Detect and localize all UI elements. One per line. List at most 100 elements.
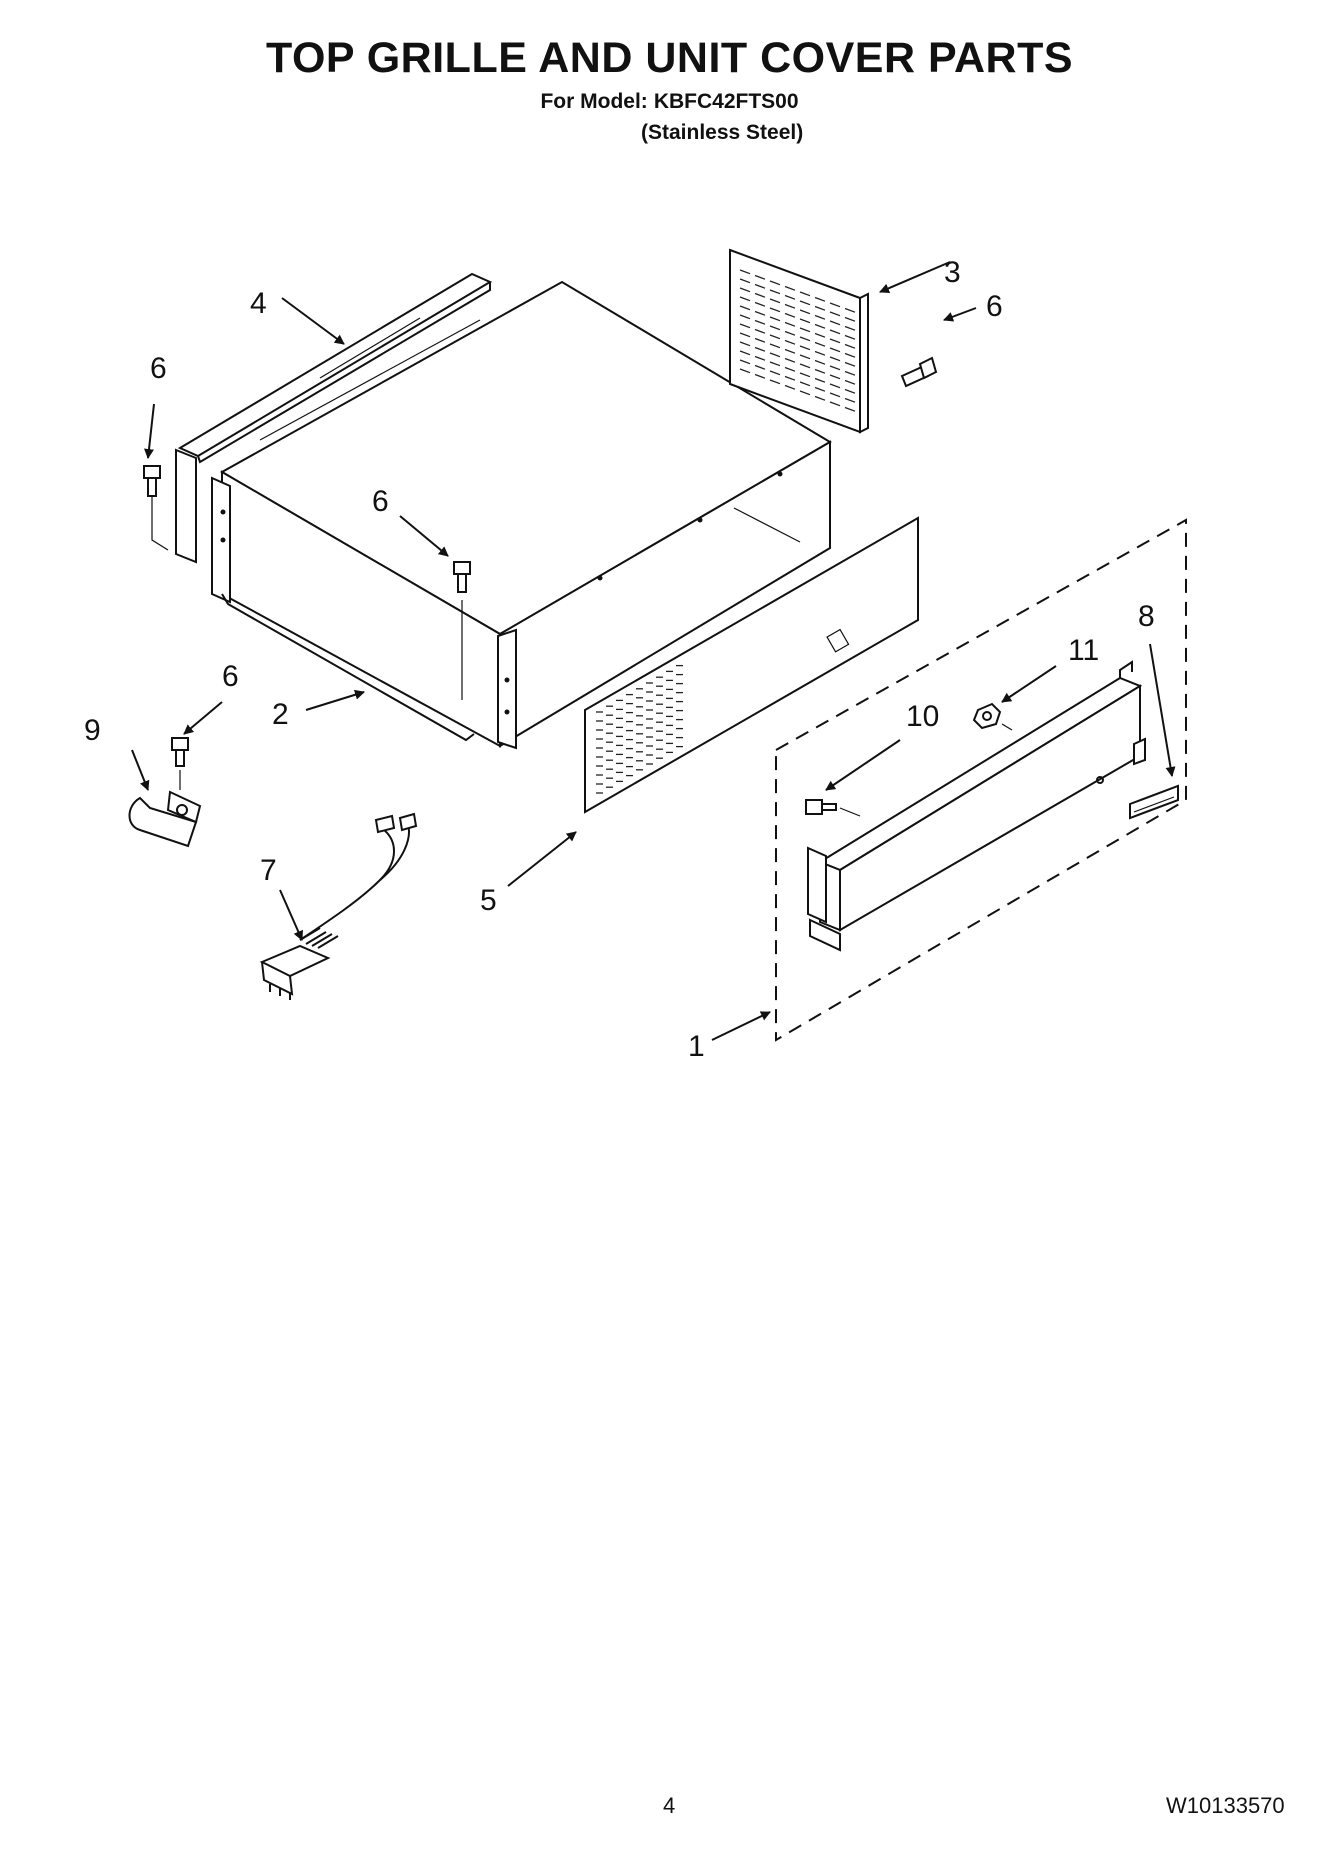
- grille-slot: [739, 350, 751, 356]
- grille-slot: [784, 384, 796, 390]
- grille-slot: [844, 361, 856, 367]
- grille-slot: [814, 323, 826, 329]
- grille-slot: [799, 390, 811, 396]
- grille-slot: [784, 330, 796, 336]
- grille-slot: [769, 307, 781, 313]
- callout-3: 3: [944, 256, 961, 289]
- part-9-clip: [128, 790, 202, 848]
- callout-6-left: 6: [150, 352, 167, 385]
- grille-slot: [814, 305, 826, 311]
- grille-slot: [784, 312, 796, 318]
- model-line: For Model:KBFC42FTS00: [0, 90, 1339, 114]
- grille-slot: [844, 343, 856, 349]
- grille-slot: [844, 388, 856, 394]
- grille-slot: [754, 319, 766, 325]
- grille-slot: [799, 345, 811, 351]
- screw-6-top-right: [900, 356, 938, 388]
- part-4-rear-strip: [175, 272, 493, 564]
- grille-slot: [799, 363, 811, 369]
- grille-slot: [814, 341, 826, 347]
- grille-slot: [739, 323, 751, 329]
- callout-11: 11: [1068, 634, 1100, 667]
- grille-slot: [844, 352, 856, 358]
- grille-slot: [739, 278, 751, 284]
- grille-slot: [754, 364, 766, 370]
- grille-slot: [784, 321, 796, 327]
- grille-slot: [844, 316, 856, 322]
- callout-2: 2: [272, 698, 289, 731]
- grille-slot: [829, 302, 841, 308]
- grille-slot: [784, 366, 796, 372]
- grille-slot: [754, 337, 766, 343]
- grille-slot: [769, 298, 781, 304]
- grille-slot: [844, 325, 856, 331]
- part-10-screw: [805, 799, 861, 817]
- grille-slot: [739, 332, 751, 338]
- grille-slot: [754, 274, 766, 280]
- grille-slot: [829, 365, 841, 371]
- grille-slot: [799, 336, 811, 342]
- callout-5: 5: [480, 884, 497, 917]
- part-7-wire-harness: [259, 812, 418, 1000]
- grille-slot: [829, 338, 841, 344]
- part-1-assembly-outline: [775, 518, 1187, 1042]
- callout-4: 4: [250, 287, 267, 320]
- grille-slot: [784, 294, 796, 300]
- grille-slot: [814, 368, 826, 374]
- grille-slot: [814, 377, 826, 383]
- grille-slot: [739, 341, 751, 347]
- grille-slot: [784, 375, 796, 381]
- grille-slot: [754, 292, 766, 298]
- grille-slot: [829, 329, 841, 335]
- grille-slot: [844, 397, 856, 403]
- grille-slot: [829, 374, 841, 380]
- grille-slot: [814, 395, 826, 401]
- grille-slot: [754, 283, 766, 289]
- grille-slot: [769, 343, 781, 349]
- grille-slot: [829, 383, 841, 389]
- part-5-front-grille: [584, 516, 919, 814]
- grille-slot: [739, 296, 751, 302]
- document-number: W10133570: [1166, 1793, 1285, 1818]
- grille-slot: [814, 350, 826, 356]
- model-label: For Model:: [540, 90, 648, 113]
- grille-slot: [754, 355, 766, 361]
- grille-slot: [769, 289, 781, 295]
- grille-slot: [739, 287, 751, 293]
- grille-slot: [769, 361, 781, 367]
- grille-slot: [739, 359, 751, 365]
- grille-slot: [844, 307, 856, 313]
- grille-slot: [844, 406, 856, 412]
- callout-8: 8: [1138, 600, 1155, 633]
- grille-slot: [769, 379, 781, 385]
- callout-6-top-right: 6: [986, 290, 1003, 323]
- grille-slot: [829, 347, 841, 353]
- grille-slot: [814, 332, 826, 338]
- grille-slot: [769, 280, 781, 286]
- grille-slot: [799, 291, 811, 297]
- grille-slot: [754, 328, 766, 334]
- grille-slot: [814, 296, 826, 302]
- grille-slot: [799, 309, 811, 315]
- grille-slot: [829, 356, 841, 362]
- grille-slot: [829, 392, 841, 398]
- page-number: 4: [663, 1793, 676, 1818]
- callout-1: 1: [688, 1030, 705, 1063]
- grille-slot: [739, 305, 751, 311]
- finish-label: (Stainless Steel): [641, 121, 804, 144]
- leader-arrows: [131, 261, 1176, 1041]
- part-8-front-trim: [807, 660, 1179, 952]
- callout-10: 10: [906, 700, 940, 733]
- grille-slot: [844, 370, 856, 376]
- grille-slot: [739, 314, 751, 320]
- model-number: KBFC42FTS00: [653, 90, 799, 113]
- grille-slot: [769, 370, 781, 376]
- grille-slot: [754, 373, 766, 379]
- grille-slot: [814, 386, 826, 392]
- grille-slot: [784, 285, 796, 291]
- grille-slot: [829, 320, 841, 326]
- callout-7: 7: [260, 854, 277, 887]
- grille-slot: [799, 318, 811, 324]
- screw-6-left: [143, 465, 169, 551]
